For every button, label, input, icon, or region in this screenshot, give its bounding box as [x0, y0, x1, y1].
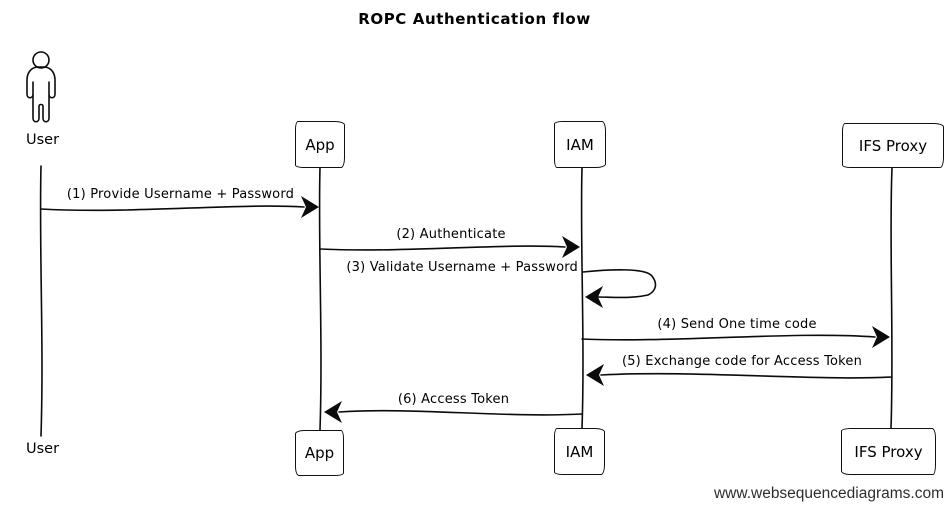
participant-ifs-proxy-top-box: IFS Proxy	[842, 123, 944, 168]
actor-head	[32, 51, 50, 69]
message-6-arrow	[324, 401, 583, 423]
arrowhead-left-icon	[586, 364, 604, 386]
arrowhead-right-icon	[872, 326, 890, 348]
message-4-label: (4) Send One time code	[657, 317, 817, 332]
participant-user-top-label: User	[26, 132, 60, 148]
participant-iam-top-box: IAM	[554, 121, 606, 168]
arrowhead-left-icon	[585, 286, 603, 308]
lifeline-user	[39, 165, 43, 437]
participant-app-label: App	[305, 135, 335, 154]
participant-app-bottom-box: App	[295, 430, 344, 476]
participant-user-bottom-label: User	[26, 441, 60, 457]
message-1-arrow	[40, 196, 319, 218]
participant-iam-label: IAM	[566, 135, 594, 154]
message-5-arrow	[586, 364, 893, 386]
participant-ifs-proxy-label: IFS Proxy	[858, 136, 928, 155]
lifeline-iam	[580, 167, 584, 429]
lifeline-app	[318, 167, 322, 431]
watermark: www.websequencediagrams.com	[713, 485, 944, 502]
message-2-arrow	[319, 236, 580, 258]
user-actor-figure	[26, 51, 56, 123]
message-2-label: (2) Authenticate	[396, 227, 506, 242]
message-3-label: (3) Validate Username + Password	[346, 260, 578, 275]
message-6-label: (6) Access Token	[397, 392, 510, 407]
participant-ifs-proxy-bottom-box: IFS Proxy	[841, 428, 936, 475]
arrowhead-right-icon	[301, 196, 319, 218]
participant-app-label: App	[304, 444, 335, 462]
participant-iam-label: IAM	[565, 442, 594, 461]
participant-iam-bottom-box: IAM	[554, 428, 605, 475]
message-1-label: (1) Provide Username + Password	[66, 187, 295, 202]
lifeline-ifs-proxy	[890, 167, 893, 429]
arrowhead-right-icon	[562, 236, 580, 258]
message-5-label: (5) Exchange code for Access Token	[621, 354, 863, 369]
arrowhead-left-icon	[324, 401, 342, 423]
message-3-self-loop	[582, 268, 657, 308]
message-4-arrow	[581, 326, 890, 348]
participant-app-top-box: App	[295, 121, 345, 168]
actor-body	[26, 66, 56, 123]
participant-ifs-proxy-label: IFS Proxy	[854, 442, 923, 461]
diagram-title: ROPC Authentication flow	[358, 10, 591, 28]
